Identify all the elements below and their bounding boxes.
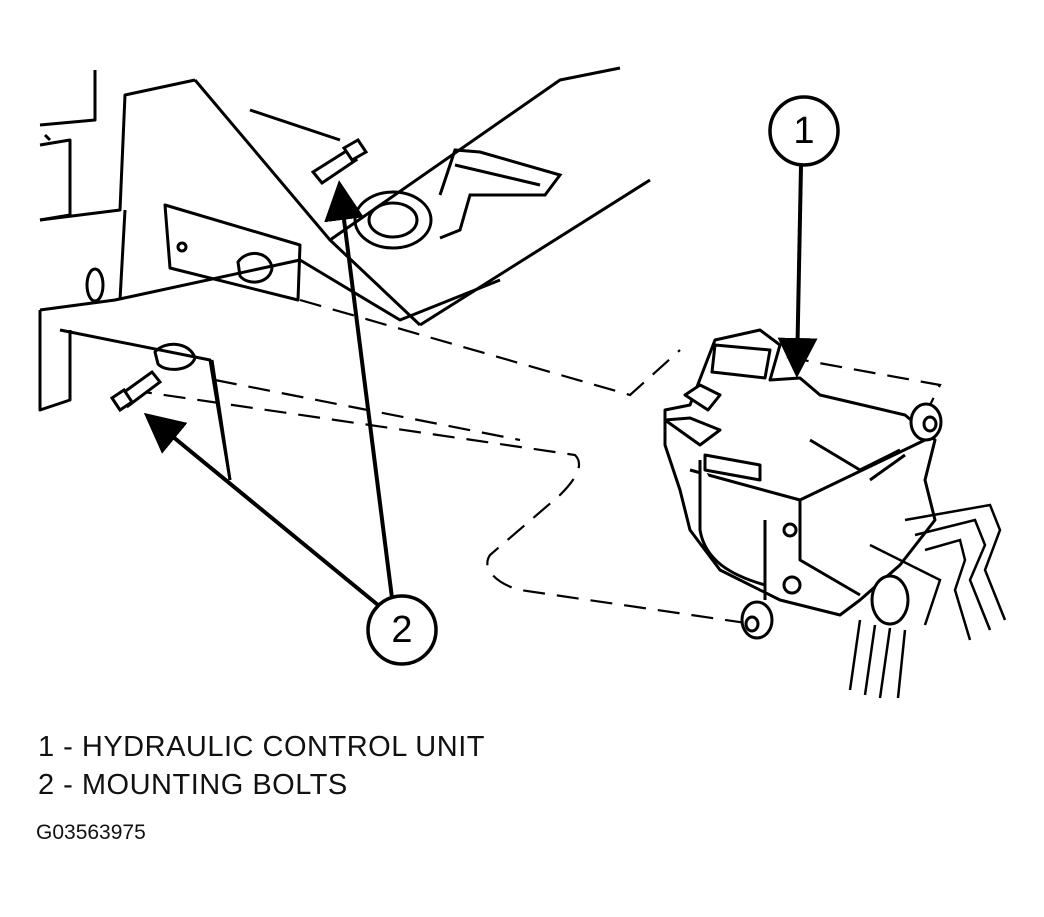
frame-rail	[38, 66, 651, 481]
legend-item-mounting-bolts: 2 - MOUNTING BOLTS	[38, 769, 348, 801]
callout-2: 2	[366, 594, 438, 666]
mounting-bolt-lower	[109, 369, 163, 413]
callout-1-number: 1	[793, 110, 814, 152]
figure-id: G03563975	[36, 821, 146, 844]
callout-1-leader	[777, 165, 818, 378]
callout-1: 1	[768, 95, 840, 167]
brake-lines	[848, 503, 1007, 699]
isolator-grommet-right	[909, 402, 943, 442]
mounting-bolt-upper	[310, 138, 369, 186]
floor-pan-features	[353, 148, 563, 250]
isolator-grommet-bottom	[740, 600, 774, 640]
hydraulic-control-unit	[663, 328, 937, 626]
legend-item-hydraulic-control-unit: 1 - HYDRAULIC CONTROL UNIT	[38, 731, 485, 763]
callout-2-leaders	[143, 180, 394, 607]
callout-2-number: 2	[391, 609, 412, 651]
